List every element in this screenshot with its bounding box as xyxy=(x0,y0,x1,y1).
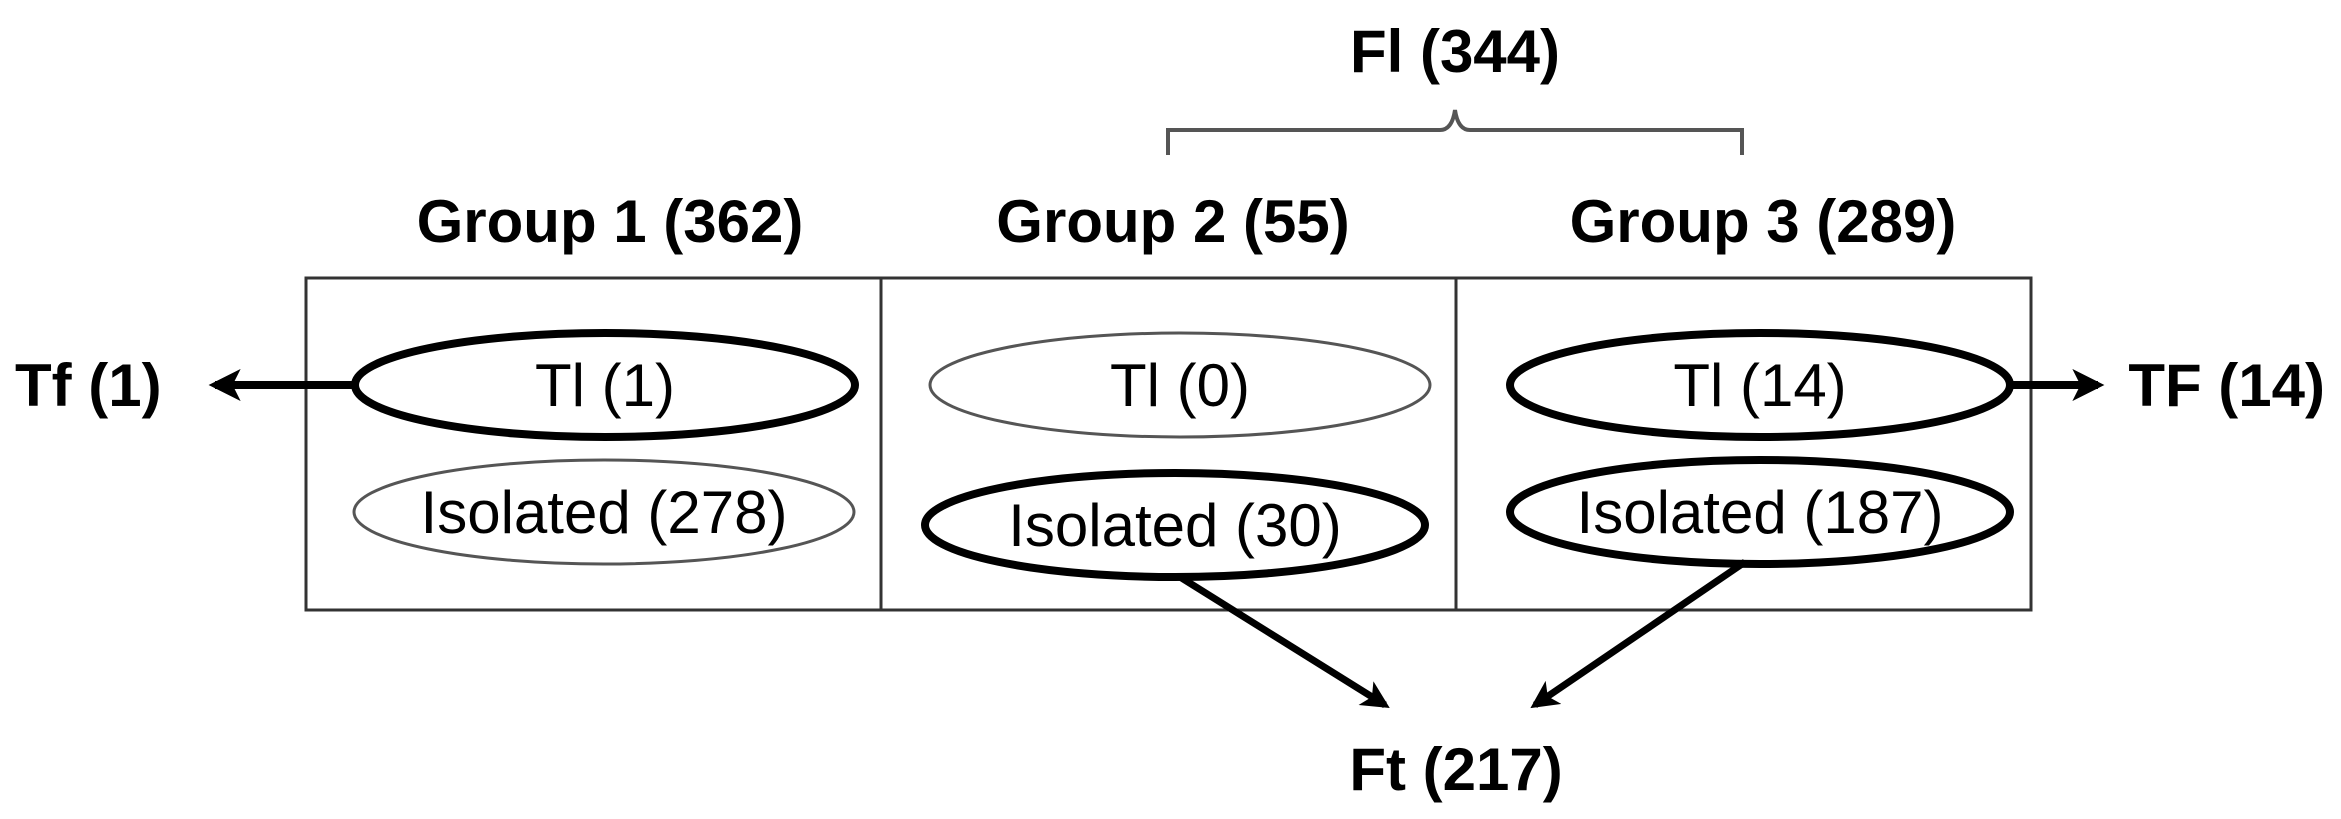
group-1-title: Group 1 (362) xyxy=(417,188,804,255)
group-3-title: Group 3 (289) xyxy=(1570,188,1957,255)
group-2-tl-text: Tl (0) xyxy=(1110,352,1250,419)
arrow-isolated30-to-ft xyxy=(1178,574,1390,708)
group-3-isolated-ellipse xyxy=(1506,456,2014,568)
tf-left-label: Tf (1) xyxy=(15,352,162,419)
group-2-isolated-ellipse xyxy=(921,469,1429,581)
group-3-isolated-text: Isolated (187) xyxy=(1577,479,1944,546)
arrow-isolated187-to-ft xyxy=(1530,559,1747,709)
group-1-isolated-text: Isolated (278) xyxy=(421,479,788,546)
group-2-title: Group 2 (55) xyxy=(996,188,1349,255)
group-3-tl-text: Tl (14) xyxy=(1673,352,1846,419)
ft-bottom-label: Ft (217) xyxy=(1349,736,1562,803)
group-2-tl-ellipse xyxy=(928,331,1432,439)
group-1-isolated-ellipse xyxy=(352,458,856,566)
group-2-isolated-text: Isolated (30) xyxy=(1008,492,1342,559)
fl-brace xyxy=(1166,109,1744,155)
tf-right-label: TF (14) xyxy=(2128,352,2325,419)
group-3-box xyxy=(1454,276,2033,612)
fl-label: Fl (344) xyxy=(1350,18,1560,85)
group-1-box xyxy=(304,276,883,612)
group-1-tl-text: Tl (1) xyxy=(535,352,675,419)
